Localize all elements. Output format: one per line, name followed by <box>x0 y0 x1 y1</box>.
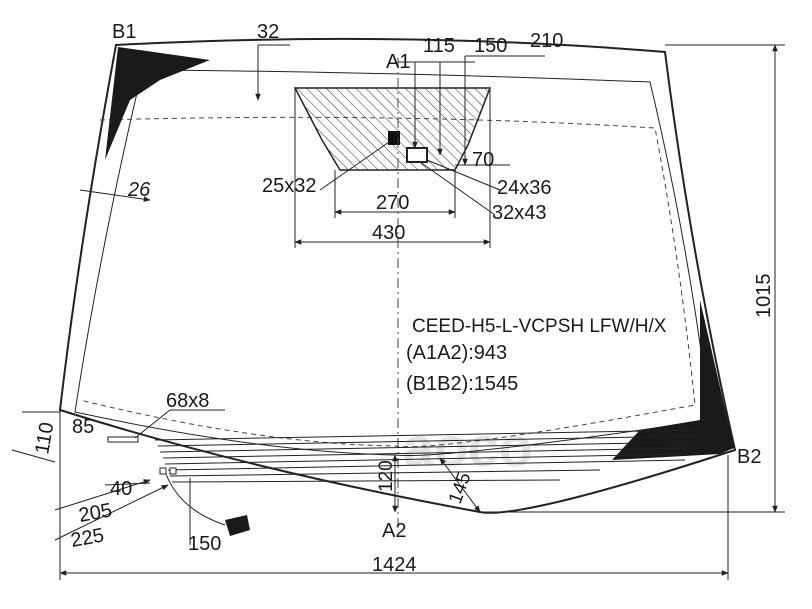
dim-205: 205 <box>77 499 114 526</box>
b1b2-distance: (B1B2):1545 <box>406 373 518 395</box>
dim-1015: 1015 <box>753 274 775 319</box>
dim-110: 110 <box>31 421 58 456</box>
leader-68x8 <box>134 409 171 439</box>
glass-inner-edge <box>74 69 711 457</box>
ceramic-band-bottom-right <box>612 300 734 460</box>
glass-outer-edge <box>58 37 737 514</box>
heating-grid <box>154 429 701 483</box>
dim-115: 115 <box>423 35 455 57</box>
point-b1-label: B1 <box>112 21 136 43</box>
dim-430: 430 <box>372 222 405 244</box>
ext-line-110-b <box>11 449 56 463</box>
connector-left <box>159 467 167 475</box>
sensor-area <box>293 87 492 171</box>
dim-1424: 1424 <box>372 554 417 576</box>
point-a1-label: A1 <box>386 51 410 73</box>
leader-40 <box>104 482 151 486</box>
sensor-rain-light <box>406 147 428 163</box>
dim-24x36: 24x36 <box>497 177 552 199</box>
heating-wire <box>165 473 226 526</box>
dim-120: 120 <box>376 460 397 492</box>
dim-210: 210 <box>530 30 563 52</box>
glass-code: CEED-H5-L-VCPSH LFW/H/X <box>412 316 667 337</box>
dim-68x8: 68x8 <box>166 390 209 412</box>
dim-line-145 <box>439 457 481 513</box>
leader-32x43 <box>419 161 496 216</box>
dim-225: 225 <box>69 524 106 551</box>
vin-strip <box>107 436 139 443</box>
dim-150-bottom: 150 <box>188 533 221 555</box>
dim-270: 270 <box>376 192 409 214</box>
point-a2-label: A2 <box>382 520 406 542</box>
dim-25x32: 25x32 <box>262 175 317 197</box>
dim-line-26 <box>79 189 151 202</box>
dim-line-205 <box>54 479 151 511</box>
heating-plug <box>225 515 250 536</box>
dim-85: 85 <box>72 416 94 438</box>
dim-26: 26 <box>127 179 151 201</box>
sensor-camera <box>388 131 400 145</box>
leader-24x36 <box>426 159 501 191</box>
dim-70: 70 <box>472 149 494 171</box>
dim-150-top: 150 <box>474 35 507 57</box>
dim-40: 40 <box>110 478 132 500</box>
dim-32: 32 <box>257 21 279 43</box>
ceramic-band-top-left <box>105 47 210 160</box>
leader-25x32 <box>319 139 393 191</box>
dim-line-225 <box>54 484 169 541</box>
dim-32x43: 32x43 <box>492 202 547 224</box>
a1a2-distance: (A1A2):943 <box>406 342 507 364</box>
connector-right <box>169 467 177 475</box>
point-b2-label: B2 <box>737 446 761 468</box>
